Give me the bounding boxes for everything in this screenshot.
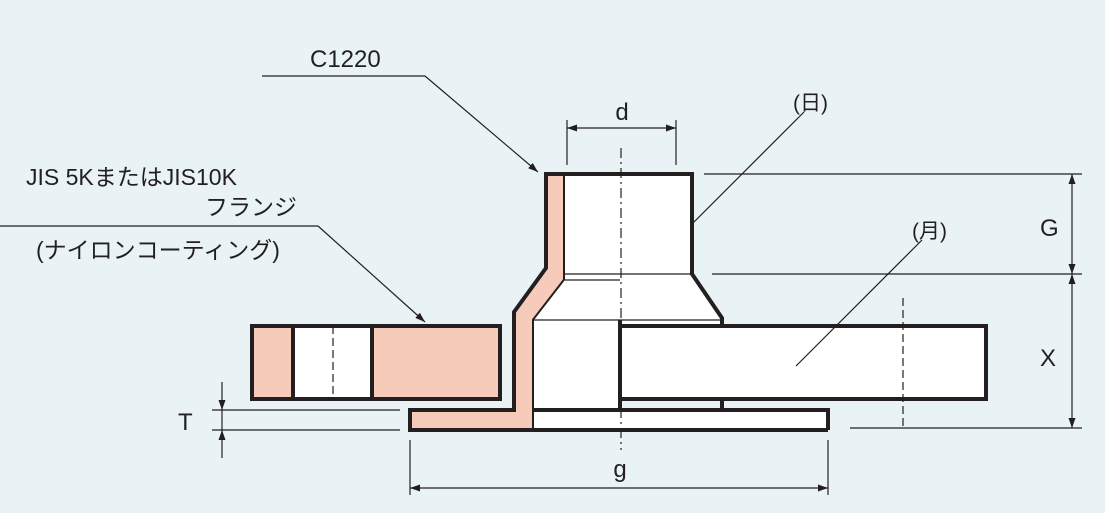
material-label: C1220 bbox=[310, 46, 381, 73]
flange-leader bbox=[0, 225, 426, 323]
dimension-G bbox=[704, 173, 1082, 275]
dimension-d bbox=[566, 120, 677, 165]
dimension-X bbox=[850, 274, 1082, 429]
month-mark-leader bbox=[795, 239, 923, 367]
flange-label-line3: (ナイロンコーティング) bbox=[36, 237, 280, 263]
day-mark-leader bbox=[693, 111, 805, 223]
dimension-g-label: g bbox=[613, 456, 626, 483]
dimension-d-label: d bbox=[615, 99, 628, 126]
dimension-G-label: G bbox=[1040, 215, 1059, 242]
dimension-T bbox=[212, 382, 400, 458]
dimension-g bbox=[409, 440, 829, 495]
flange-label-line2: フランジ bbox=[205, 194, 297, 220]
dimension-X-label: X bbox=[1040, 345, 1056, 372]
loose-flange bbox=[250, 324, 502, 401]
day-mark-label: (日) bbox=[793, 92, 828, 115]
socket-body bbox=[534, 172, 830, 432]
material-leader bbox=[262, 75, 539, 173]
dimension-T-label: T bbox=[178, 409, 193, 436]
month-mark-label: (月) bbox=[912, 220, 947, 243]
mating-pipe bbox=[618, 298, 988, 428]
flange-label-line1: JIS 5KまたはJIS10K bbox=[26, 164, 238, 190]
